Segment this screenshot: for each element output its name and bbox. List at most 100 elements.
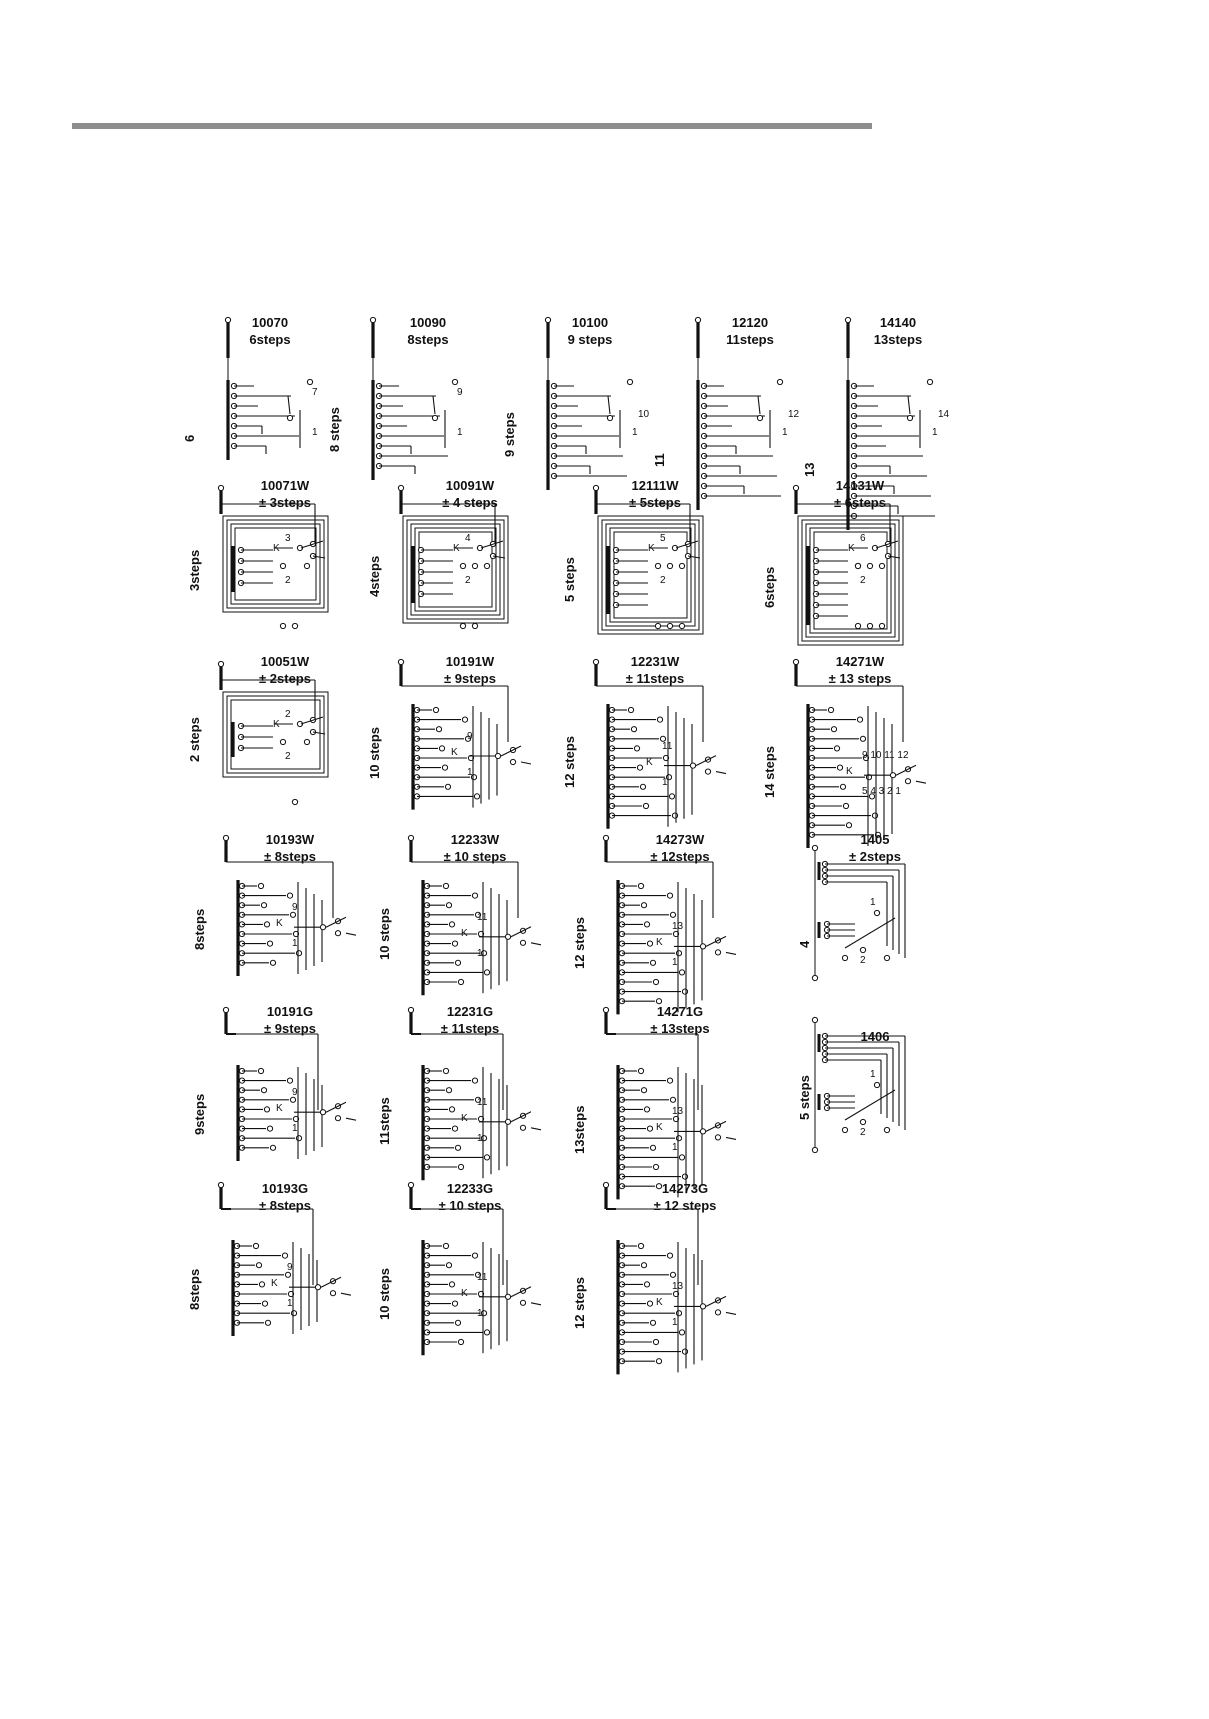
tap-contact	[678, 969, 686, 976]
selector-label: K	[656, 937, 663, 949]
selector-contact	[714, 1309, 722, 1316]
tap-contact	[649, 1319, 657, 1326]
tap-contact	[640, 1087, 648, 1094]
tap-contact	[451, 1125, 459, 1132]
tap-contact	[483, 969, 491, 976]
selector-label: K	[648, 543, 655, 554]
top-tap-label: 2	[285, 709, 291, 720]
wire	[705, 1120, 727, 1132]
tap-contact	[289, 911, 297, 918]
tap-contact	[445, 1262, 453, 1269]
bottom-tap-label: 2	[860, 575, 866, 586]
terminal-contact	[602, 834, 610, 842]
top-tap-label: 9 10 11 12	[862, 750, 909, 762]
selector-contact	[714, 949, 722, 956]
step-count: ± 5steps	[629, 495, 681, 510]
top-tap-label: 13	[672, 1281, 684, 1293]
step-count: 8steps	[407, 332, 449, 347]
selector-contact	[519, 1299, 527, 1306]
tap-contact	[454, 1144, 462, 1151]
tap-contact	[451, 940, 459, 947]
top-tap-label: 1	[870, 1069, 876, 1080]
selector-contact	[859, 1118, 867, 1126]
wire	[875, 540, 899, 549]
tap-contact	[669, 1096, 677, 1103]
terminal-contact	[407, 1006, 415, 1014]
terminal-contact	[217, 484, 225, 492]
bottom-tap-label: 2	[285, 751, 291, 762]
bottom-tap-label: 1	[287, 1298, 293, 1310]
step-count: 9 steps	[567, 332, 613, 347]
tap-contact	[445, 1087, 453, 1094]
wire	[300, 716, 324, 725]
winding-loop	[402, 515, 509, 624]
tap-contact	[655, 1183, 663, 1190]
terminal-contact	[407, 1181, 415, 1189]
model-number: 10193G	[261, 1181, 309, 1196]
tap-contact	[483, 1329, 491, 1336]
wire	[510, 926, 532, 938]
diagram-title: 12231W± 11steps	[626, 653, 684, 687]
tap-contact	[289, 1096, 297, 1103]
selector-label: K	[276, 1103, 283, 1115]
terminal-contact	[592, 484, 600, 492]
model-number: 10191W	[445, 654, 495, 669]
tap-contact	[435, 726, 443, 733]
diagram-title: 10193W± 8steps	[264, 831, 316, 865]
terminal-contact	[592, 658, 600, 666]
diagram-title: 10051W± 2steps	[259, 653, 311, 687]
tap-contact	[445, 902, 453, 909]
terminal-contact	[217, 660, 225, 668]
step-count: ± 2steps	[849, 849, 901, 864]
step-count: ± 8steps	[264, 849, 316, 864]
k-contact	[504, 1118, 512, 1125]
bottom-tap-label: 2	[660, 575, 666, 586]
wire	[725, 1311, 737, 1315]
k-contact	[889, 772, 897, 779]
wire	[705, 935, 727, 947]
tap-contact	[263, 1106, 271, 1113]
model-number: 10051W	[260, 654, 310, 669]
tap-contact	[255, 1262, 263, 1269]
winding-loop	[414, 527, 497, 612]
tap-contact	[666, 1252, 674, 1259]
tap-contact	[269, 1144, 277, 1151]
winding-loop	[406, 519, 505, 620]
tap-contact	[474, 911, 482, 918]
tap-contact	[672, 1115, 680, 1123]
bottom-tap-label: 1	[292, 938, 298, 950]
top-tap-label: 3	[285, 533, 291, 544]
bottom-tap-label: 1	[467, 767, 473, 778]
selector-contact	[883, 954, 891, 962]
wire	[715, 771, 727, 775]
selector-contact	[704, 768, 712, 775]
selector-contact	[906, 414, 914, 422]
selector-label: K	[276, 918, 283, 930]
winding-loop	[805, 523, 896, 638]
tap-contact	[666, 1077, 674, 1084]
selector-label: K	[461, 1287, 468, 1299]
tap-contact	[637, 1242, 645, 1250]
terminal-contact	[602, 1181, 610, 1189]
diagram-title: 14271W± 13 steps	[829, 653, 892, 687]
top-tap-label: 13	[672, 921, 684, 933]
wire	[300, 540, 324, 549]
wire	[915, 780, 927, 784]
diagram-title: 1405± 2steps	[849, 831, 901, 865]
winding-loop	[613, 531, 688, 619]
tap-contact	[474, 1271, 482, 1278]
selector-label: K	[273, 719, 280, 730]
tap-contact	[656, 716, 664, 723]
tap-contact	[637, 882, 645, 890]
wire	[340, 1292, 352, 1296]
wire	[530, 1302, 542, 1306]
selector-label: K	[656, 1297, 663, 1309]
selector-contact	[776, 378, 784, 386]
tap-contact	[266, 1125, 274, 1132]
terminal-contact	[224, 316, 232, 324]
tap-contact	[483, 562, 491, 570]
